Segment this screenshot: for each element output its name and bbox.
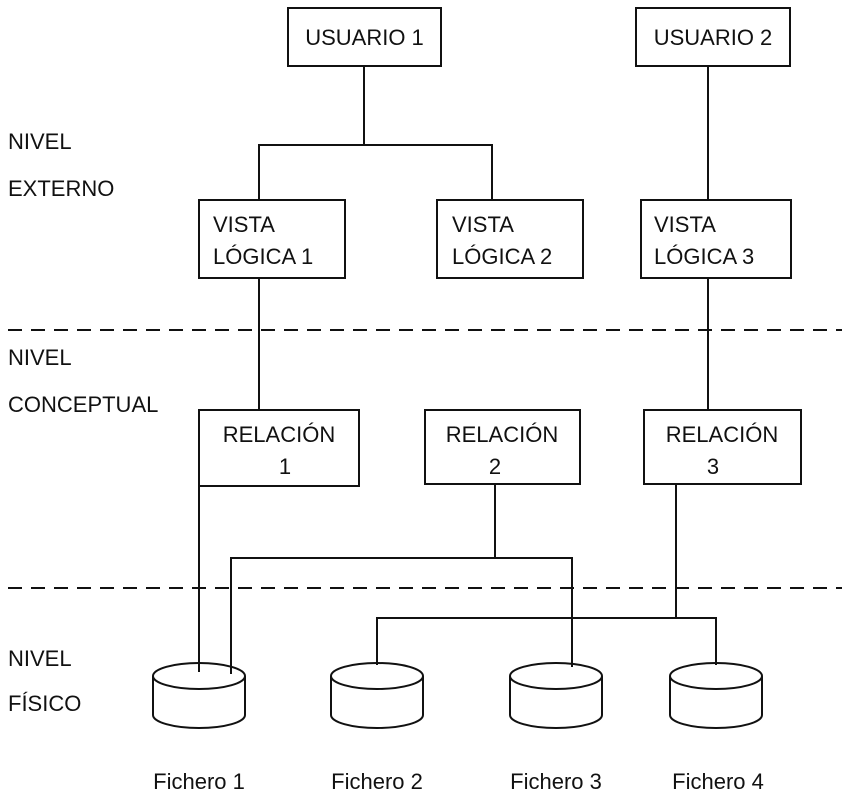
logical-view-box-2: VISTA LÓGICA 2 (436, 199, 584, 279)
connector-user1-branch (258, 144, 493, 200)
relation-1-line1: RELACIÓN (223, 422, 335, 447)
level-conceptual-label-line2: CONCEPTUAL (8, 392, 158, 417)
logical-view-2-line1: VISTA (452, 212, 514, 237)
level-physical-label-line2: FÍSICO (8, 691, 81, 716)
user-box-1-label: USUARIO 1 (305, 25, 424, 50)
level-physical-label-line1: NIVEL (8, 646, 72, 671)
file-1-label: Fichero 1 (153, 769, 245, 794)
file-cylinder-1 (152, 662, 246, 729)
level-external-label-line2: EXTERNO (8, 176, 114, 201)
relation-3-line2: 3 (707, 454, 719, 479)
file-3-label: Fichero 3 (510, 769, 602, 794)
user-box-1: USUARIO 1 (287, 7, 442, 67)
file-4-label: Fichero 4 (672, 769, 764, 794)
logical-view-1-line1: VISTA (213, 212, 275, 237)
logical-view-3-line2: LÓGICA 3 (654, 244, 754, 269)
level-external-label-line1: NIVEL (8, 129, 72, 154)
file-cylinder-3 (509, 662, 603, 729)
file-cylinder-4 (669, 662, 763, 729)
logical-view-3-line1: VISTA (654, 212, 716, 237)
file-2-label: Fichero 2 (331, 769, 423, 794)
relation-2-line1: RELACIÓN (446, 422, 558, 447)
relation-box-1: RELACIÓN 1 (198, 409, 360, 487)
relation-1-line2: 1 (279, 454, 291, 479)
user-box-2-label: USUARIO 2 (654, 25, 773, 50)
level-conceptual-label-line1: NIVEL (8, 345, 72, 370)
logical-view-box-3: VISTA LÓGICA 3 (640, 199, 792, 279)
user-box-2: USUARIO 2 (635, 7, 791, 67)
connector-relation3-branch (376, 617, 717, 663)
logical-view-box-1: VISTA LÓGICA 1 (198, 199, 346, 279)
relation-box-3: RELACIÓN 3 (643, 409, 802, 485)
logical-view-2-line2: LÓGICA 2 (452, 244, 552, 269)
file-cylinder-2 (330, 662, 424, 729)
connector-relation2-branch (230, 557, 573, 663)
relation-3-line1: RELACIÓN (666, 422, 778, 447)
logical-view-1-line2: LÓGICA 1 (213, 244, 313, 269)
relation-box-2: RELACIÓN 2 (424, 409, 581, 485)
relation-2-line2: 2 (489, 454, 501, 479)
